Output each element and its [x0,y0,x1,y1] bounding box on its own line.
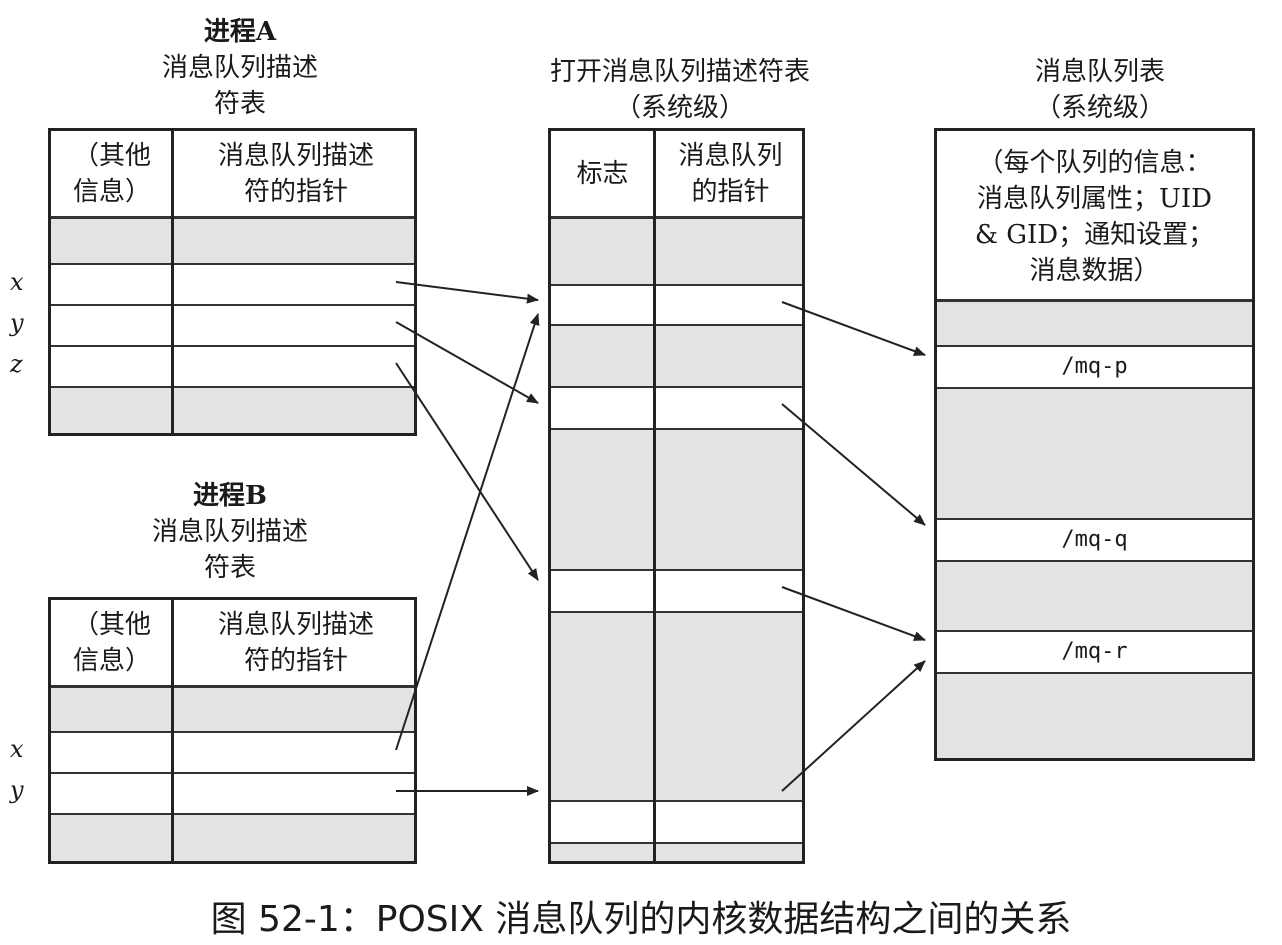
open-table-row-0 [551,216,802,284]
open-table-header-col2-line2: 的指针 [691,176,770,207]
arrow-a-y-to-open-3 [395,321,539,404]
queue-table-header-line1: （每个队列的信息： [977,148,1212,178]
arrow-open-1-to-mq-p [781,301,926,356]
process-a-row-y [51,304,414,345]
open-table-header-col1: 标志 [551,131,654,216]
process-a-header-col2: 消息队列描述 符的指针 [175,131,417,216]
queue-entry-mq-p-label: /mq-p [1061,354,1128,379]
process-b-title-line3: 符表 [203,553,256,583]
process-a-title-line1: 进程A [203,17,277,47]
queue-table-header-line4: 消息数据） [1029,256,1160,286]
queue-table-row-4 [937,560,1252,630]
process-b-row-x [51,731,414,772]
arrow-open-3-to-mq-q [781,403,926,526]
open-table-row-2 [551,324,802,386]
queue-table-row-0 [937,299,1252,345]
process-a-row-0 [51,216,414,263]
queue-table-header: （每个队列的信息： 消息队列属性；UID & GID；通知设置； 消息数据） [937,135,1252,299]
process-a-column-divider [171,131,174,433]
process-b-row-y [51,772,414,813]
open-table-row-1 [551,284,802,324]
arrow-a-z-to-open-5 [395,362,539,581]
open-table-header-col1-line1: 标志 [576,158,629,189]
open-table-row-3 [551,386,802,428]
process-a-title-line3: 符表 [213,89,266,119]
open-table-title: 打开消息队列描述符表 （系统级） [500,54,860,126]
process-b-table: （其他 信息） 消息队列描述 符的指针 [48,597,417,864]
process-b-column-divider [171,600,174,861]
process-a-table: （其他 信息） 消息队列描述 符的指针 [48,128,417,436]
open-table-title-line1: 打开消息队列描述符表 [549,57,810,87]
open-description-table: 标志 消息队列 的指针 [548,128,805,864]
process-b-header-col2-line2: 符的指针 [243,645,348,676]
process-b-header-col2-line1: 消息队列描述 [217,609,374,640]
process-b-header-col1: （其他 信息） [51,600,173,685]
process-a-header-col2-line1: 消息队列描述 [217,140,374,171]
process-b-title-line2: 消息队列描述 [151,517,308,547]
message-queue-table: （每个队列的信息： 消息队列属性；UID & GID；通知设置； 消息数据） /… [934,128,1255,761]
process-a-header-col1-line2: 信息） [72,176,151,207]
arrow-open-7-to-mq-r [781,660,926,792]
queue-table-title-line2: （系统级） [1034,93,1165,123]
process-b-label-y: y [10,776,24,804]
queue-entry-mq-q-label: /mq-q [1061,527,1128,552]
open-table-title-line2: （系统级） [614,93,745,123]
queue-table-row-6 [937,672,1252,758]
process-b-header-col1-line1: （其他 [72,609,151,640]
process-b-header-col2: 消息队列描述 符的指针 [175,600,417,685]
queue-table-header-line2: 消息队列属性；UID [976,184,1212,214]
queue-entry-mq-p: /mq-p [937,345,1252,387]
open-table-column-divider [653,131,656,861]
open-table-row-7 [551,800,802,842]
process-b-row-0 [51,685,414,731]
process-b-title-line1: 进程B [193,481,267,511]
process-a-row-4 [51,386,414,433]
queue-table-title-line1: 消息队列表 [1034,57,1165,87]
queue-entry-mq-r-label: /mq-r [1061,639,1128,664]
open-table-header-col2-line1: 消息队列 [678,140,783,171]
process-a-label-x: x [10,268,24,296]
process-b-header-col1-line2: 信息） [72,645,151,676]
process-b-label-x: x [10,735,24,763]
process-a-label-y: y [10,309,24,337]
process-b-title: 进程B 消息队列描述 符表 [110,478,350,586]
arrow-open-5-to-mq-r [781,586,926,641]
process-a-row-z [51,345,414,386]
process-a-title: 进程A 消息队列描述 符表 [120,14,360,122]
process-a-header-col2-line2: 符的指针 [243,176,348,207]
queue-table-header-line3: & GID；通知设置； [974,220,1215,250]
arrow-b-x-to-open-1 [395,313,540,751]
open-table-header-col2: 消息队列 的指针 [656,131,805,216]
open-table-row-5 [551,569,802,611]
process-a-row-x [51,263,414,304]
queue-table-row-2 [937,387,1252,518]
queue-entry-mq-r: /mq-r [937,630,1252,672]
figure-caption: 图 52-1：POSIX 消息队列的内核数据结构之间的关系 [210,899,1072,940]
process-a-header-col1-line1: （其他 [72,140,151,171]
queue-table-title: 消息队列表 （系统级） [980,54,1220,126]
process-a-header-col1: （其他 信息） [51,131,173,216]
open-table-row-4 [551,428,802,569]
queue-entry-mq-q: /mq-q [937,518,1252,560]
open-table-row-8 [551,842,802,861]
open-table-row-6 [551,611,802,800]
process-a-title-line2: 消息队列描述 [161,53,318,83]
arrow-a-x-to-open-1 [395,281,539,304]
process-a-label-z: z [10,350,23,378]
process-b-row-3 [51,813,414,861]
